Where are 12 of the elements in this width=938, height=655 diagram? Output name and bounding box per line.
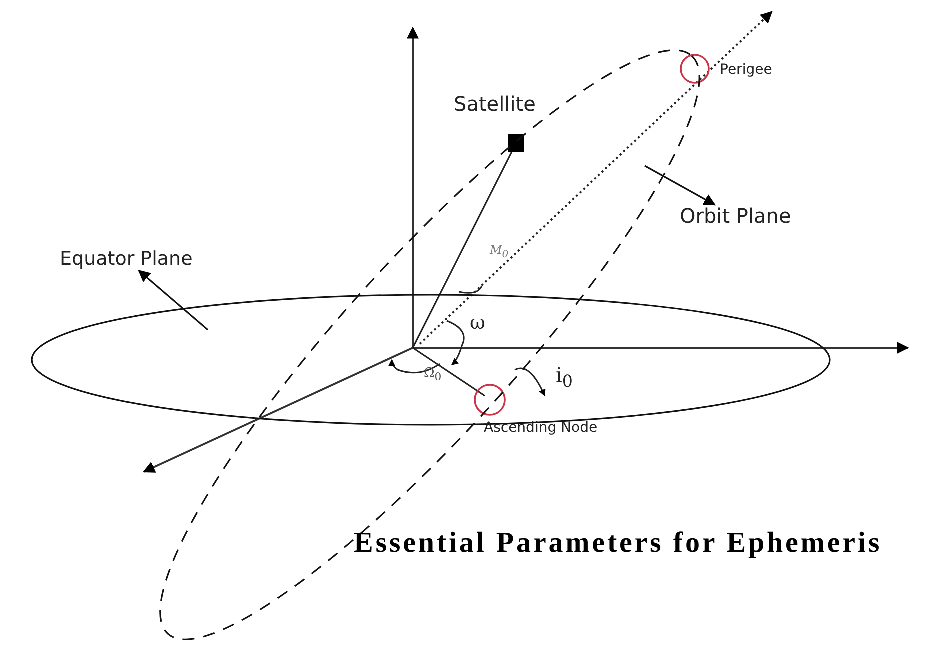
- plane-label: Orbit Plane: [680, 205, 792, 228]
- satellite-label: Satellite: [454, 93, 536, 116]
- angle-label: ω: [470, 313, 486, 335]
- ascending-node-label: Ascending Node: [484, 420, 598, 436]
- diagram-title: Essential Parameters for Ephemeris: [354, 527, 882, 560]
- leader-arrow: [138, 270, 209, 331]
- perigee-label: Perigee: [720, 62, 772, 78]
- angle-label: i$_{0}$: [556, 364, 574, 392]
- leader-arrow: [644, 165, 716, 206]
- angle-label: M$_{0}$: [490, 244, 509, 261]
- angle-label: Ω$_{0}$: [424, 367, 442, 384]
- plane-label: Equator Plane: [60, 249, 193, 271]
